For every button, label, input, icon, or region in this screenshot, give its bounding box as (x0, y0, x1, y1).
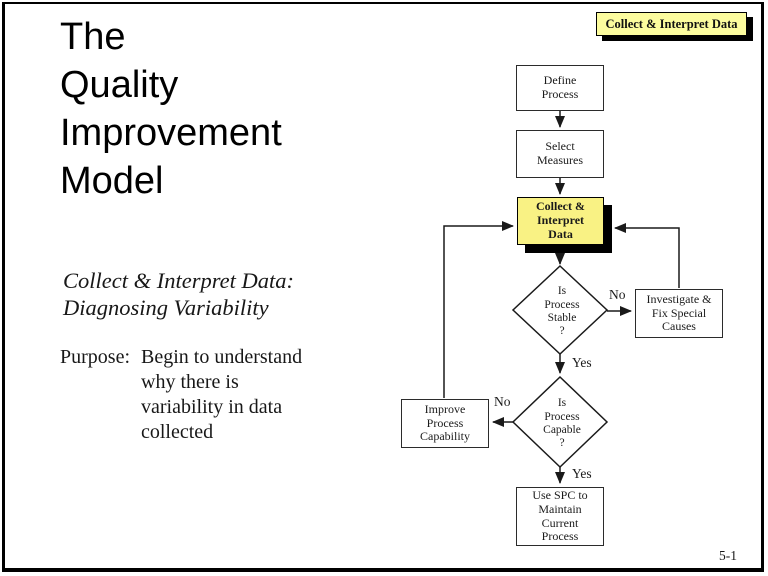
flow-node-select-measures: Select Measures (516, 130, 604, 178)
branch-label-stable-yes: Yes (572, 355, 592, 370)
purpose-text: Begin to understand why there is variabi… (141, 346, 303, 443)
branch-label-stable-no: No (609, 287, 626, 302)
slide-topic-badge: Collect & Interpret Data (596, 12, 747, 36)
slide-subtitle: Collect & Interpret Data: Diagnosing Var… (63, 268, 294, 320)
flow-node-improve-process-capability: Improve Process Capability (401, 399, 489, 448)
slide-title: The Quality Improvement Model (60, 16, 282, 202)
flow-decision-is-process-capable: Is Process Capable ? (543, 397, 581, 450)
flow-node-investigate-fix-special-causes: Investigate & Fix Special Causes (635, 289, 723, 338)
purpose-block: Purpose: Begin to understand why there i… (60, 345, 302, 445)
flow-node-use-spc-maintain: Use SPC to Maintain Current Process (516, 487, 604, 546)
flow-node-define-process: Define Process (516, 65, 604, 111)
flow-decision-is-process-stable: Is Process Stable ? (544, 285, 580, 338)
flow-node-collect-interpret-data: Collect & Interpret Data (517, 197, 604, 245)
purpose-label: Purpose: (60, 346, 130, 368)
branch-label-capable-yes: Yes (572, 466, 592, 481)
page-number: 5-1 (719, 548, 737, 563)
branch-label-capable-no: No (494, 394, 511, 409)
